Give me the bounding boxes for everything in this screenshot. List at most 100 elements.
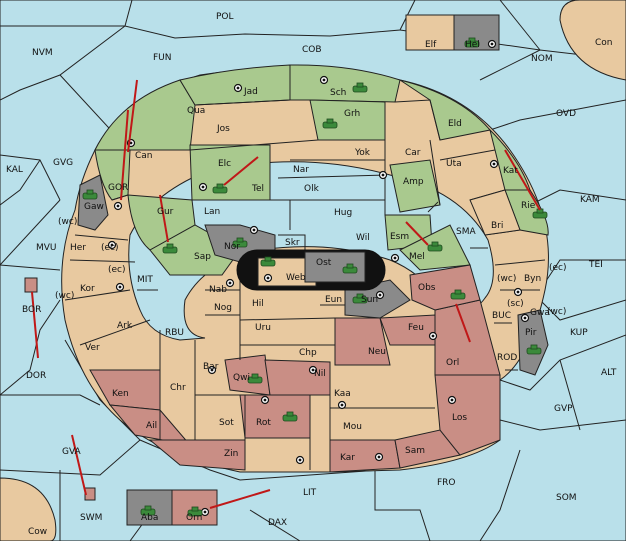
label-som[interactable]: SOM <box>556 493 577 503</box>
label-rod[interactable]: ROD <box>497 353 517 363</box>
label-sam[interactable]: Sam <box>405 446 425 456</box>
label-skr[interactable]: Skr <box>285 238 300 248</box>
label-gwa[interactable]: Gwa <box>530 308 550 318</box>
label-rbu[interactable]: RBU <box>165 328 184 338</box>
label-gva[interactable]: GVA <box>62 447 82 457</box>
label-cob[interactable]: COB <box>302 45 322 55</box>
label-lit[interactable]: LIT <box>303 488 317 498</box>
region-pir-grey <box>517 309 549 376</box>
label-rie[interactable]: Rie <box>521 201 536 211</box>
label-eun[interactable]: Eun <box>325 295 342 305</box>
label-kat[interactable]: Kat <box>503 166 518 176</box>
label-nar[interactable]: Nar <box>293 165 309 175</box>
label-obs[interactable]: Obs <box>418 283 436 293</box>
label-tei[interactable]: TEI <box>588 260 603 270</box>
label-mvu[interactable]: MVU <box>36 243 57 253</box>
region-bri-land <box>469 189 521 236</box>
label-kup[interactable]: KUP <box>570 328 588 338</box>
label-qua[interactable]: Qua <box>187 106 205 116</box>
label-hel[interactable]: Hel <box>465 40 480 50</box>
label-kor[interactable]: Kor <box>80 284 95 294</box>
label-her[interactable]: Her <box>70 243 86 253</box>
label-orn[interactable]: Orn <box>186 513 202 523</box>
label-pir[interactable]: Pir <box>525 328 537 338</box>
label-swm[interactable]: SWM <box>80 513 102 523</box>
label-aba[interactable]: Aba <box>141 513 158 523</box>
label-fro[interactable]: FRO <box>437 478 456 488</box>
label-fun[interactable]: FUN <box>153 53 172 63</box>
label-sch[interactable]: Sch <box>330 88 346 98</box>
label-alt[interactable]: ALT <box>601 368 617 378</box>
label-nvm[interactable]: NVM <box>32 48 53 58</box>
label-bor[interactable]: BOR <box>22 305 41 315</box>
label-can[interactable]: Can <box>135 151 153 161</box>
label-car[interactable]: Car <box>405 148 421 158</box>
label-elc[interactable]: Elc <box>218 159 231 169</box>
region-feu-red <box>379 314 436 346</box>
label-olk[interactable]: Olk <box>304 184 320 194</box>
label-mou[interactable]: Mou <box>343 422 362 432</box>
label-sot[interactable]: Sot <box>219 418 234 428</box>
label-uru[interactable]: Uru <box>255 323 271 333</box>
label-gvp[interactable]: GVP <box>554 404 573 414</box>
label-eld[interactable]: Eld <box>448 119 462 129</box>
label-ost[interactable]: Ost <box>316 258 332 268</box>
label-nab[interactable]: Nab <box>209 285 227 295</box>
label-kal[interactable]: KAL <box>6 165 23 175</box>
label-lan[interactable]: Lan <box>204 207 220 217</box>
label-chr[interactable]: Chr <box>170 383 186 393</box>
label-nom[interactable]: NOM <box>531 54 553 64</box>
label-mit[interactable]: MIT <box>137 275 153 285</box>
label-orl[interactable]: Orl <box>446 358 459 368</box>
label-web[interactable]: Web <box>286 273 306 283</box>
label-ark[interactable]: Ark <box>117 321 133 331</box>
label-feu[interactable]: Feu <box>408 323 424 333</box>
label-los[interactable]: Los <box>452 413 467 423</box>
label-mel[interactable]: Mel <box>409 252 425 262</box>
label-qwi[interactable]: Qwi <box>233 373 250 383</box>
label-zin[interactable]: Zin <box>224 449 238 459</box>
label-amp[interactable]: Amp <box>403 177 424 187</box>
label-jad[interactable]: Jad <box>243 87 258 97</box>
label-kaa[interactable]: Kaa <box>334 389 351 399</box>
label-wil[interactable]: Wil <box>356 233 370 243</box>
label-ovd[interactable]: OVD <box>556 109 576 119</box>
label-nog[interactable]: Nog <box>214 303 232 313</box>
label-dor[interactable]: DOR <box>26 371 46 381</box>
label-sma[interactable]: SMA <box>456 227 476 237</box>
label-elf[interactable]: Elf <box>425 40 437 50</box>
label-grh[interactable]: Grh <box>344 109 360 119</box>
label-ken[interactable]: Ken <box>112 389 129 399</box>
label-kar[interactable]: Kar <box>340 453 355 463</box>
label-con[interactable]: Con <box>595 38 613 48</box>
label-byn[interactable]: Byn <box>524 274 541 284</box>
label-dax[interactable]: DAX <box>268 518 287 528</box>
label-neu[interactable]: Neu <box>368 347 386 357</box>
label-ver[interactable]: Ver <box>85 343 100 353</box>
label-ail[interactable]: Ail <box>146 421 157 431</box>
label-yok[interactable]: Yok <box>354 148 371 158</box>
label-jos[interactable]: Jos <box>216 124 230 134</box>
label-sap[interactable]: Sap <box>194 252 211 262</box>
label-tel[interactable]: Tel <box>251 184 264 194</box>
label-bar[interactable]: Bar <box>203 362 219 372</box>
label-buc[interactable]: BUC <box>492 311 511 321</box>
label-hil[interactable]: Hil <box>252 299 264 309</box>
label-hug[interactable]: Hug <box>334 208 352 218</box>
label-kam[interactable]: KAM <box>580 195 600 205</box>
label-gur[interactable]: Gur <box>157 207 174 217</box>
label-nil[interactable]: Nil <box>314 369 326 379</box>
label-nor[interactable]: Nor <box>224 242 240 252</box>
label-bri[interactable]: Bri <box>491 221 503 231</box>
label-rot[interactable]: Rot <box>256 418 271 428</box>
label-esm[interactable]: Esm <box>390 232 409 242</box>
label-pol[interactable]: POL <box>216 12 234 22</box>
label-gor[interactable]: GOR <box>108 183 128 193</box>
label-gvg[interactable]: GVG <box>53 158 73 168</box>
label-cow[interactable]: Cow <box>28 527 47 537</box>
label-gaw[interactable]: Gaw <box>84 202 104 212</box>
label-chp[interactable]: Chp <box>299 348 317 358</box>
label-sun[interactable]: Sun <box>361 295 378 305</box>
label-uta[interactable]: Uta <box>446 159 462 169</box>
coast-label: (ec) <box>549 263 567 273</box>
